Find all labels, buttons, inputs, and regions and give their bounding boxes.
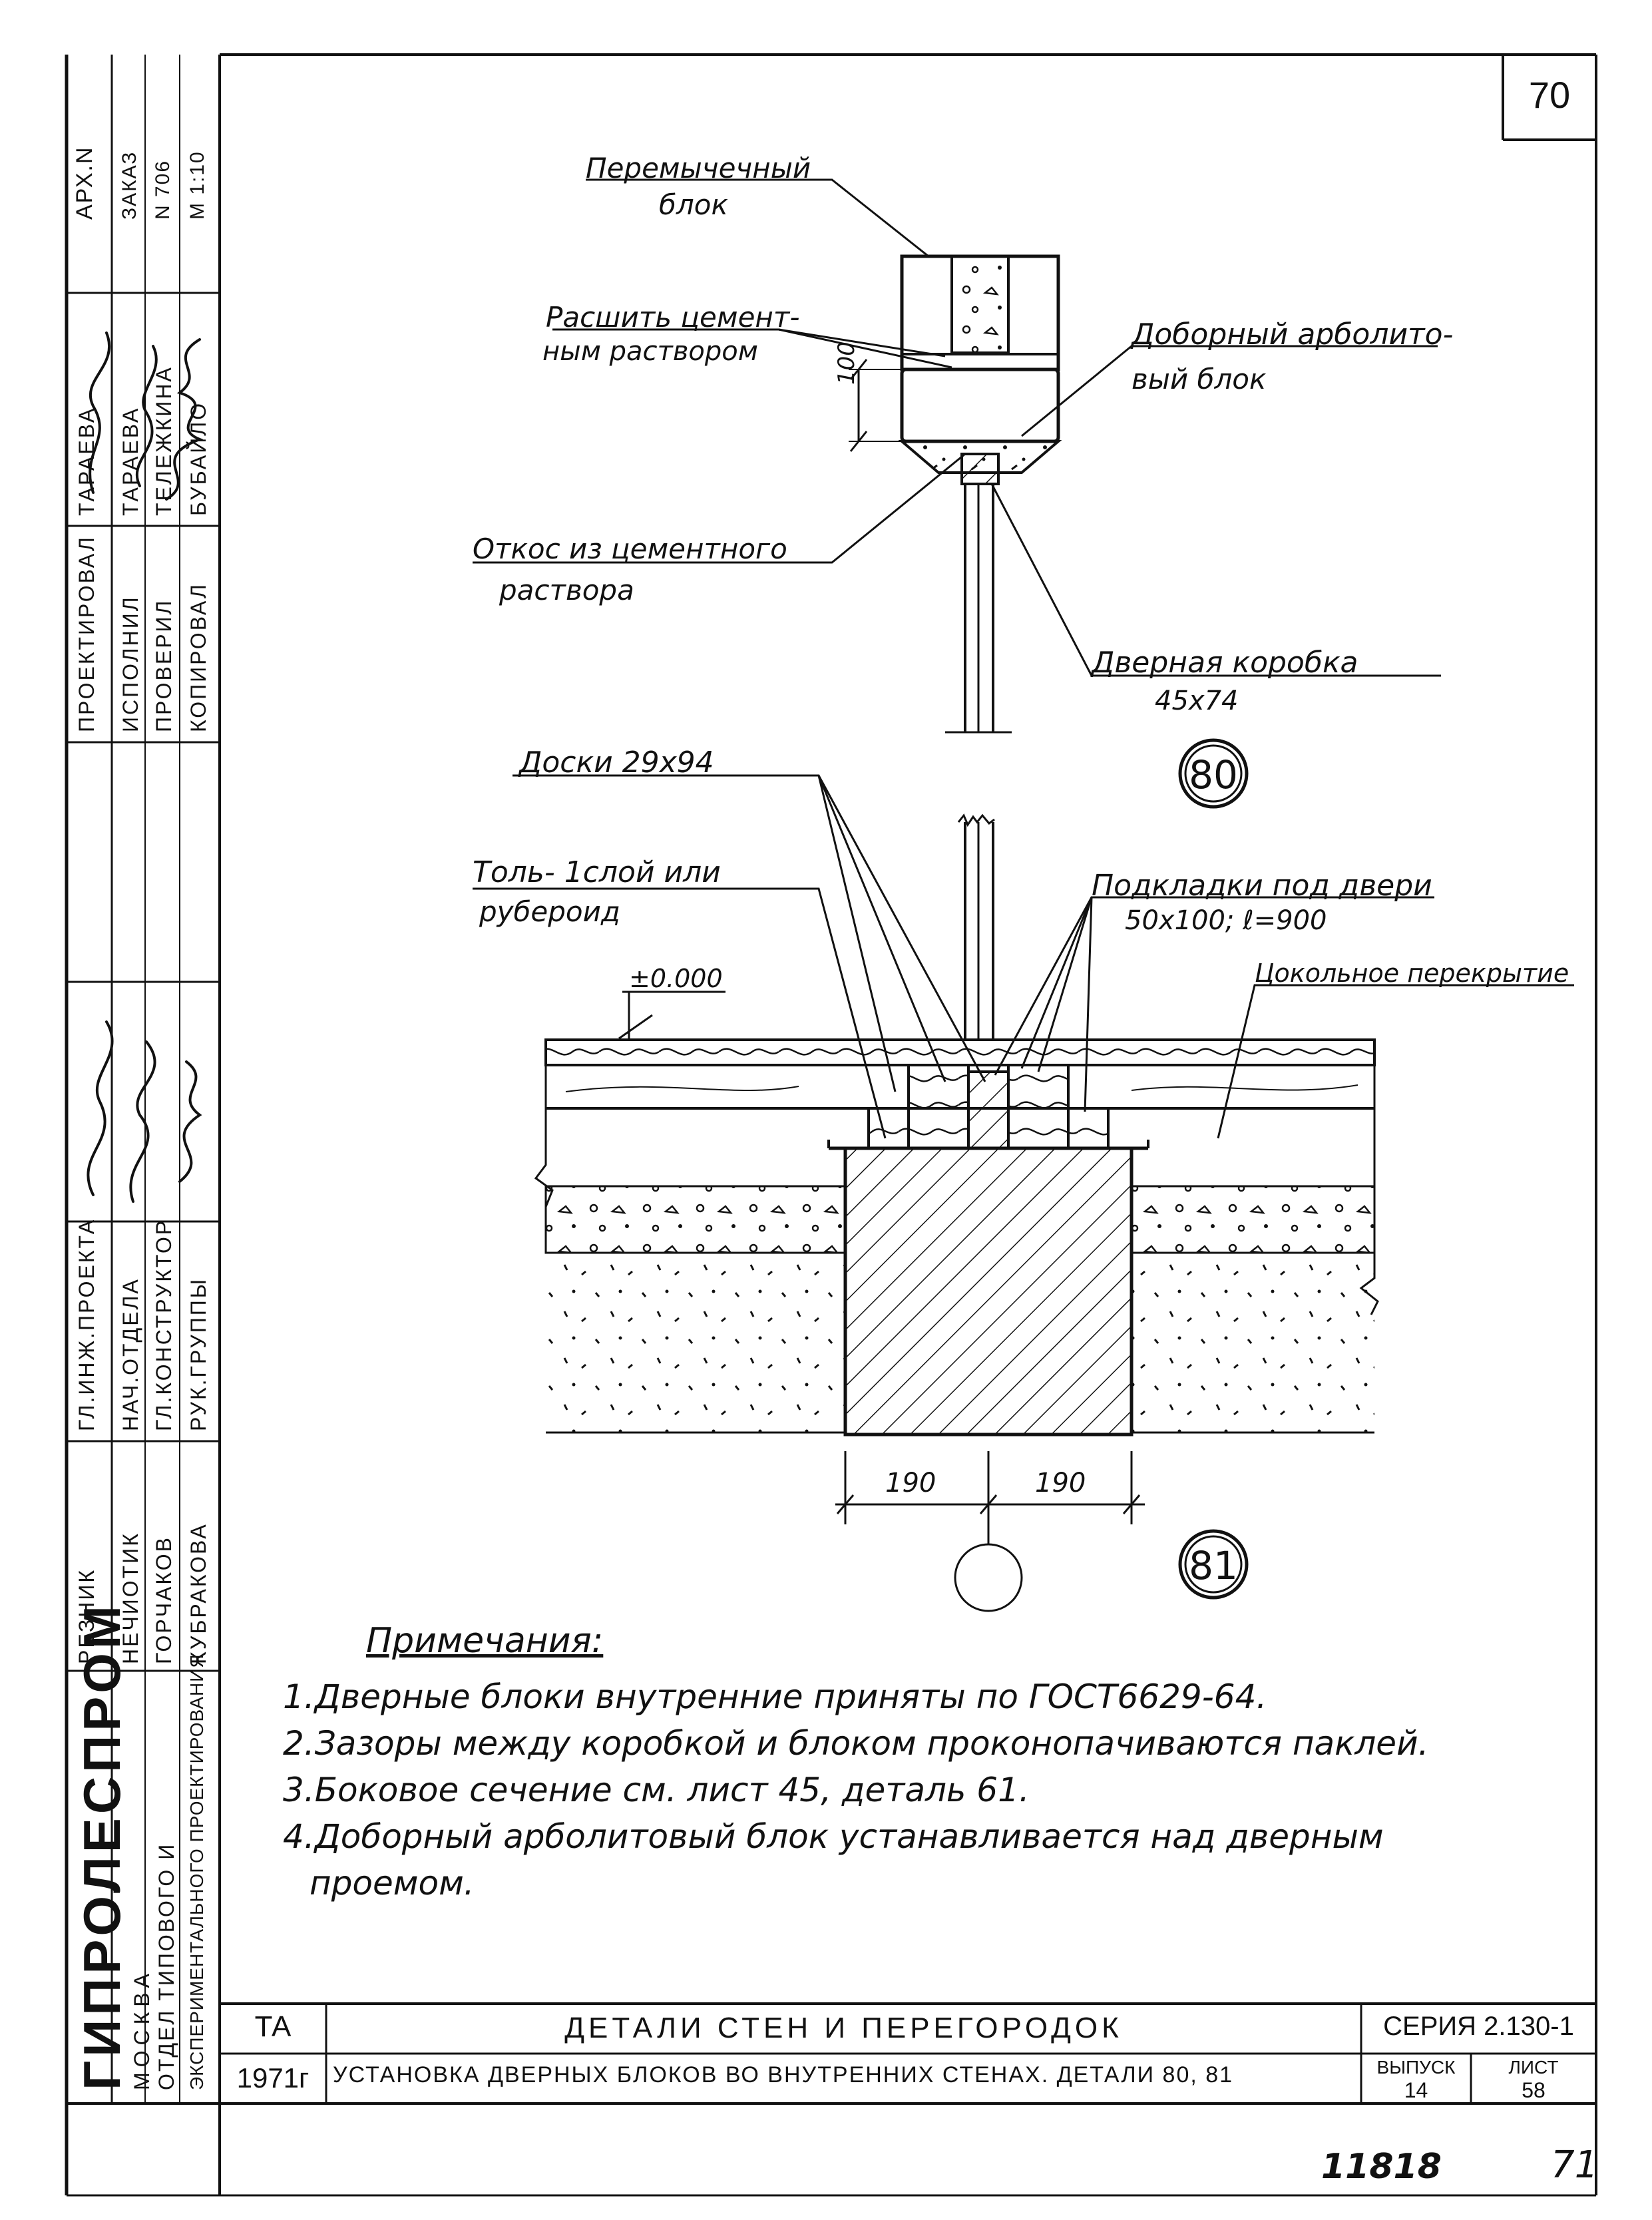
detail-marker-81: 81 <box>1189 1543 1238 1588</box>
label-pads-2: 50х100; ℓ=900 <box>1125 905 1327 936</box>
label-lintel-block-1: Перемычечный <box>586 152 811 184</box>
label-floor: Цокольное перекрытие <box>1255 959 1569 988</box>
signatures-upper <box>89 332 204 501</box>
label-boards: Доски 29х94 <box>519 746 714 779</box>
label-grout-2: ным раствором <box>542 336 758 367</box>
notes-title: Примечания: <box>366 1621 604 1661</box>
title-block-issue-label: ВЫПУСК <box>1376 2057 1456 2078</box>
label-tol-2: рубероид <box>479 895 620 928</box>
label-slope-2: раствора <box>499 574 634 606</box>
dim-left-190: 190 <box>885 1468 936 1498</box>
title-block-code: ТА <box>254 2010 292 2043</box>
label-door-frame-1: Дверная коробка <box>1092 646 1358 680</box>
note-item-4: 4.Доборный арболитовый блок устанавливае… <box>283 1817 1384 1856</box>
title-block-year: 1971г <box>236 2062 310 2094</box>
title-block-issue: 14 <box>1404 2078 1428 2102</box>
signatures-lower <box>87 1020 202 1203</box>
label-level: ±0.000 <box>629 964 723 993</box>
title-block-title: ДЕТАЛИ СТЕН И ПЕРЕГОРОДОК <box>564 2012 1123 2044</box>
label-slope-1: Откос из цементного <box>473 533 787 565</box>
note-item-2: 2.Зазоры между коробкой и блоком проконо… <box>283 1724 1429 1763</box>
label-pads-1: Подкладки под двери <box>1092 869 1432 903</box>
detail-marker-80: 80 <box>1189 752 1238 797</box>
title-block-sheet: 58 <box>1522 2078 1546 2102</box>
label-extra-block-1: Доборный арболито- <box>1132 318 1454 351</box>
label-extra-block-2: вый блок <box>1132 363 1267 395</box>
title-block-sheet-label: ЛИСТ <box>1508 2057 1559 2078</box>
title-block-subtitle: УСТАНОВКА ДВЕРНЫХ БЛОКОВ ВО ВНУТРЕННИХ С… <box>333 2062 1234 2088</box>
label-door-frame-2: 45х74 <box>1155 686 1239 716</box>
note-item-4-cont: проемом. <box>310 1864 475 1902</box>
dim-right-190: 190 <box>1035 1468 1086 1498</box>
note-item-3: 3.Боковое сечение см. лист 45, деталь 61… <box>283 1771 1030 1809</box>
sheet-number: 70 <box>1528 74 1571 116</box>
label-tol-1: Толь- 1слой или <box>473 855 721 889</box>
note-item-1: 1.Дверные блоки внутренние приняты по ГО… <box>283 1677 1267 1716</box>
footer-page: 71 <box>1551 2143 1599 2187</box>
label-lintel-block-2: блок <box>659 188 728 221</box>
title-block-series: СЕРИЯ 2.130-1 <box>1383 2012 1574 2041</box>
label-grout-1: Расшить цемент- <box>546 301 800 333</box>
footer-archive-number: 11818 <box>1321 2147 1442 2187</box>
